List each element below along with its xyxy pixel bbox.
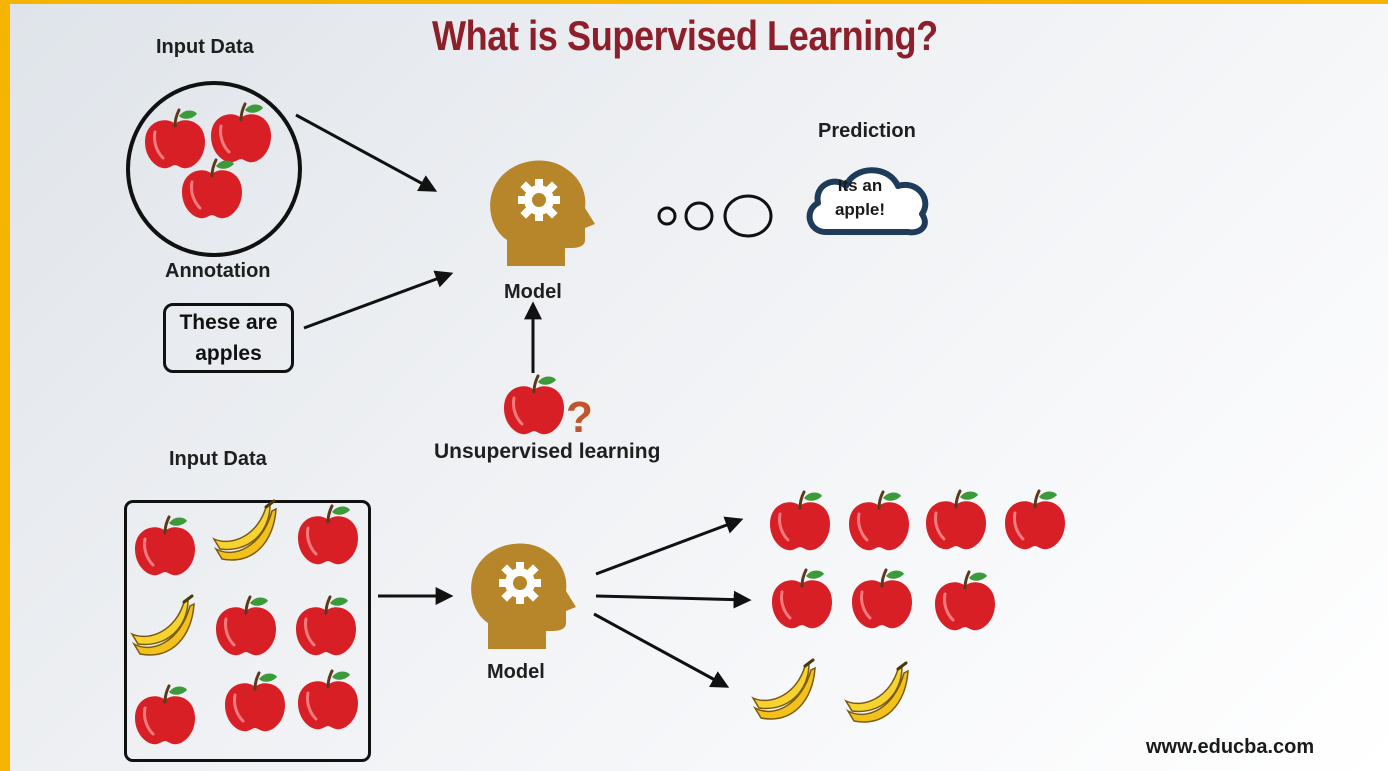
apple-icon [502,374,566,436]
output-arrow-apples-row2 [595,590,752,609]
output-arrow-apples-row1 [595,516,744,576]
apple-icon [180,158,244,220]
apple-icon [1003,489,1067,551]
unsupervised-learning-label: Unsupervised learning [434,440,661,463]
annotation-text-line1: These are [179,311,278,334]
apple-icon [209,102,273,164]
thought-bubble-small-icon [657,206,677,226]
page-title: What is Supervised Learning? [432,12,938,59]
top-accent-strip [0,0,1388,4]
banana-icon [844,661,910,724]
apple-icon [294,595,358,657]
prediction-text-line1: Its an [837,176,883,195]
prediction-label: Prediction [818,120,916,142]
banana-icon [130,594,196,657]
apple-icon [223,671,287,733]
apple-icon [768,490,832,552]
unsupervised-model-label: Model [487,661,545,683]
apple-icon [296,669,360,731]
apple-icon [214,595,278,657]
output-arrow-bananas [593,612,730,688]
annotation-box: These are apples [163,303,294,373]
apple-icon [296,504,360,566]
apple-icon [143,108,207,170]
annotation-label: Annotation [165,260,271,282]
supervised-input-label: Input Data [156,36,254,58]
annotation-to-model-arrow [303,270,454,330]
annotation-text-line2: apples [195,342,262,365]
prediction-text-line2: apple! [834,200,886,219]
supervised-input-circle [126,81,302,257]
model-head-icon [490,160,595,266]
apple-icon [847,490,911,552]
question-mark-icon: ? [566,393,593,442]
apple-icon [133,684,197,746]
supervised-model-label: Model [504,281,562,303]
left-accent-strip [0,0,10,771]
apple-icon [770,568,834,630]
thought-bubble-medium-icon [684,201,714,231]
apple-icon [133,515,197,577]
unsupervised-input-label: Input Data [169,448,267,470]
model-head-icon [471,543,576,649]
banana-icon [212,499,278,562]
watermark-url: www.educba.com [1146,736,1315,758]
prediction-text: Its an apple! [818,174,902,222]
unsupervised-input-box [124,500,371,762]
banana-icon [751,658,817,721]
apple-icon [850,568,914,630]
prediction-cloud-icon [806,167,929,236]
thought-bubble-large-icon [723,194,773,238]
input-to-model-arrow [295,113,438,192]
apple-icon [933,570,997,632]
apple-icon [924,489,988,551]
